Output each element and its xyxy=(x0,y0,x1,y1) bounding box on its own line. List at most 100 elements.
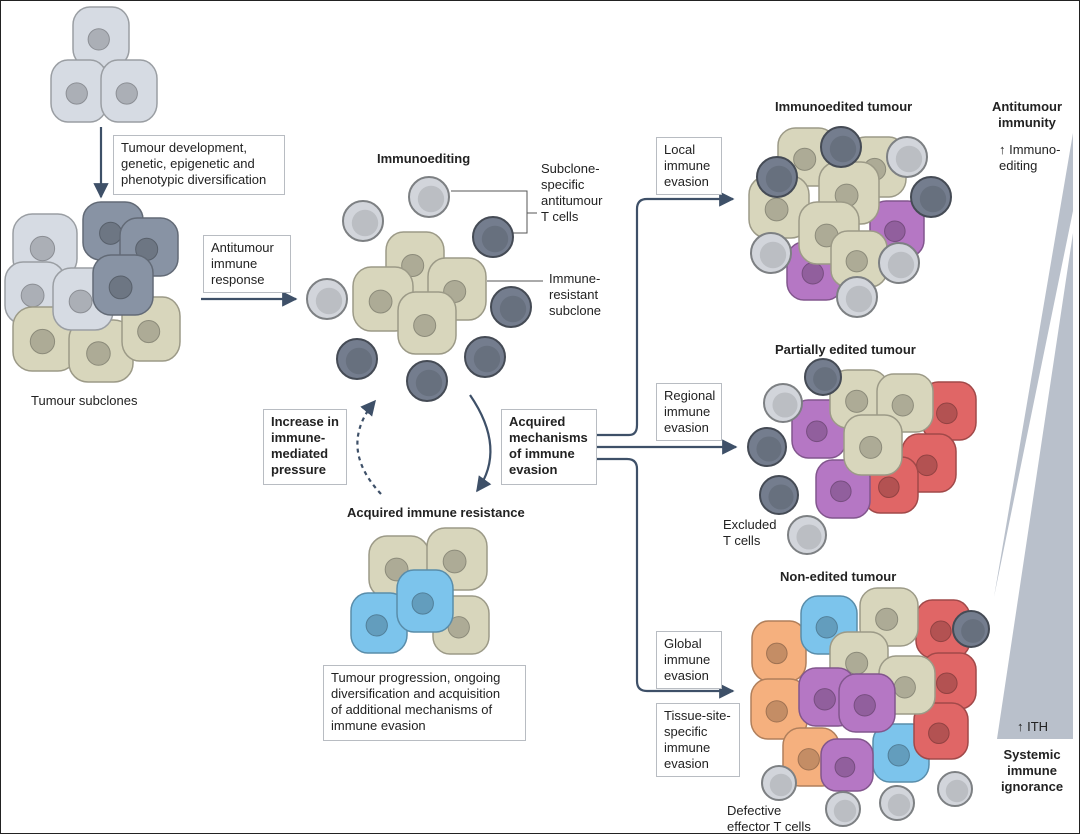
edited-tcell-nucleus xyxy=(887,251,915,279)
t-cell-nucleus xyxy=(415,369,443,397)
resistant-label: Immune- resistant subclone xyxy=(549,271,602,318)
nonedited-cell-nucleus xyxy=(834,756,856,778)
resistance-cell-nucleus xyxy=(365,614,388,637)
arrow-to-nonedited xyxy=(596,457,735,699)
subclone-cell-nucleus xyxy=(20,283,45,308)
nonedited-title: Non-edited tumour xyxy=(780,569,897,584)
immunoediting-note: ↑ Immuno- editing xyxy=(999,142,1061,173)
antitumour-immunity-title: Antitumour immunity xyxy=(991,99,1063,130)
edited-tcell-nucleus xyxy=(765,165,793,193)
nonedited-tcell-nucleus xyxy=(887,793,911,817)
nonedited-cell-nucleus xyxy=(893,676,916,699)
nonedited-cell-nucleus xyxy=(875,607,899,631)
immune-cell-nucleus xyxy=(401,253,425,278)
edited-tcell-nucleus xyxy=(829,135,857,163)
partial-cell-nucleus xyxy=(845,389,869,413)
pressure-box: Increase in immune- mediated pressure xyxy=(263,409,347,485)
nonedited-cell-nucleus xyxy=(845,651,869,675)
nonedited-cell-nucleus xyxy=(815,616,838,639)
defective-label: Defective effector T cells xyxy=(727,803,811,834)
nonedited-cell-nucleus xyxy=(765,700,788,723)
partial-title: Partially edited tumour xyxy=(775,342,916,357)
edited-tcell-nucleus xyxy=(895,145,923,173)
edited-cell-nucleus xyxy=(884,220,906,243)
partial-tcell-nucleus xyxy=(772,392,798,418)
tcells-label: Subclone- specific antitumour T cells xyxy=(541,161,603,224)
arrow-to-resistance xyxy=(469,394,492,493)
subclone-cell-nucleus xyxy=(68,289,93,314)
immune-cell-nucleus xyxy=(413,313,437,338)
arrow-to-edited xyxy=(596,191,735,437)
nonedited-tcell-nucleus xyxy=(961,619,985,643)
nonedited-cell-nucleus xyxy=(797,748,820,771)
arrow-pressure xyxy=(356,399,382,495)
ith-note: ↑ ITH xyxy=(1017,719,1049,734)
regional-box: Regional immune evasion xyxy=(656,383,722,441)
top-cell-nucleus xyxy=(87,28,110,51)
t-cell-nucleus xyxy=(499,295,527,323)
partial-cell-nucleus xyxy=(916,454,938,477)
immunity-wedge xyxy=(994,133,1073,597)
edited-tcell-nucleus xyxy=(845,285,873,313)
resistance-title: Acquired immune resistance xyxy=(347,505,525,520)
nonedited-cell-nucleus xyxy=(928,722,950,744)
nonedited-tcell-nucleus xyxy=(769,773,793,797)
subclone-cell-nucleus xyxy=(108,275,133,300)
excluded-label: Excluded T cells xyxy=(723,517,777,548)
nonedited-tcell-nucleus xyxy=(945,779,969,803)
partial-tcell-nucleus xyxy=(768,484,794,510)
subclones-label: Tumour subclones xyxy=(31,393,138,408)
leader-tcells xyxy=(451,190,528,234)
t-cell-nucleus xyxy=(315,287,343,315)
t-cell-nucleus xyxy=(481,225,509,253)
edited-title: Immunoedited tumour xyxy=(775,99,913,114)
nonedited-cell-nucleus xyxy=(930,620,952,643)
ignorance-wedge xyxy=(997,233,1073,739)
global-box: Global immune evasion xyxy=(656,631,722,689)
partial-tcell-nucleus xyxy=(796,524,822,550)
response-box: Antitumour immune response xyxy=(203,235,291,293)
edited-cell-nucleus xyxy=(845,250,868,273)
nonedited-cell-nucleus xyxy=(766,642,788,665)
edited-tcell-nucleus xyxy=(759,241,787,269)
immunoediting-title: Immunoediting xyxy=(377,151,471,166)
nonedited-cell-nucleus xyxy=(813,688,836,711)
nonedited-cell-nucleus xyxy=(887,744,910,767)
resistance-cell-nucleus xyxy=(442,549,467,574)
development-box: Tumour development, genetic, epigenetic … xyxy=(113,135,285,195)
edited-cell-nucleus xyxy=(764,197,789,222)
subclone-cell-nucleus xyxy=(137,320,161,344)
partial-cell-nucleus xyxy=(859,435,883,459)
partial-cell-nucleus xyxy=(936,402,958,425)
partial-tcell-nucleus xyxy=(813,367,837,391)
subclone-cell-nucleus xyxy=(99,221,123,245)
progression-box: Tumour progression, ongoing diversificat… xyxy=(323,665,526,741)
immune-cell-nucleus xyxy=(368,289,393,314)
partial-cell-nucleus xyxy=(806,420,828,443)
subclone-cell-nucleus xyxy=(29,328,56,355)
nonedited-tcell-nucleus xyxy=(833,799,857,823)
partial-tcell-nucleus xyxy=(756,436,782,462)
systemic-ignorance-title: Systemic immune ignorance xyxy=(1000,747,1064,794)
local-box: Local immune evasion xyxy=(656,137,722,195)
subclone-cell-nucleus xyxy=(29,235,56,262)
partial-cell-nucleus xyxy=(891,394,914,417)
t-cell-nucleus xyxy=(473,345,501,373)
nonedited-cell-nucleus xyxy=(936,672,958,694)
edited-cell-nucleus xyxy=(793,147,817,171)
top-cell-nucleus xyxy=(115,82,138,105)
partial-cell-nucleus xyxy=(830,480,852,503)
partial-cell-nucleus xyxy=(878,476,900,498)
resistance-cell-nucleus xyxy=(411,592,434,615)
subclone-cell-nucleus xyxy=(86,341,111,366)
edited-tcell-nucleus xyxy=(919,185,947,213)
t-cell-nucleus xyxy=(417,185,445,213)
t-cell-nucleus xyxy=(345,347,373,375)
top-cell-nucleus xyxy=(65,82,88,105)
t-cell-nucleus xyxy=(351,209,379,237)
edited-cell-nucleus xyxy=(801,262,824,285)
acquired-box: Acquired mechanisms of immune evasion xyxy=(501,409,597,485)
nonedited-cell-nucleus xyxy=(853,694,876,717)
